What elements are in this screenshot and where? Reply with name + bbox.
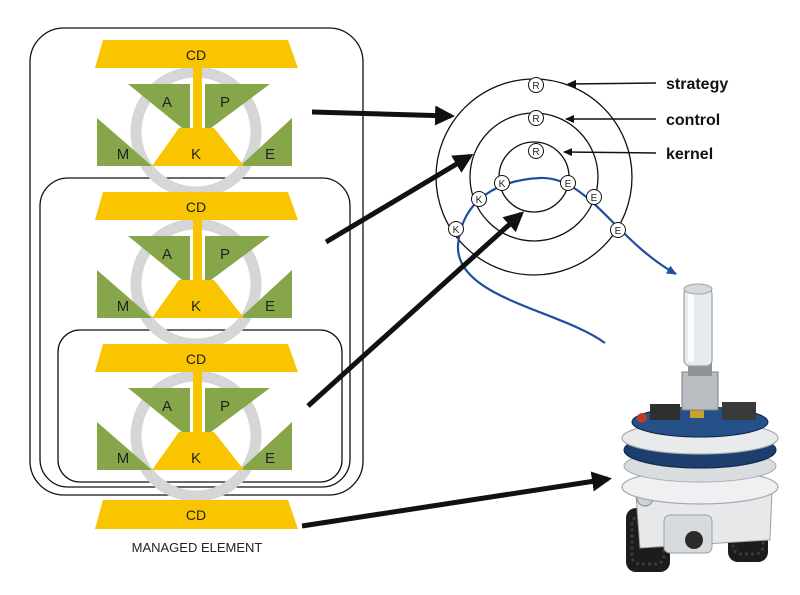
managed-element-cd-block — [95, 500, 298, 529]
plan-block — [205, 236, 270, 280]
execute-block — [240, 422, 292, 470]
execute-block — [240, 118, 292, 166]
cd-block — [95, 40, 298, 68]
monitor-label: M — [117, 450, 130, 467]
kernel-label: kernel — [666, 146, 713, 163]
cd-block — [95, 344, 298, 372]
monitor-block — [97, 270, 152, 318]
execute-block — [240, 270, 292, 318]
execute-label: E — [265, 450, 275, 467]
cd-label: CD — [186, 199, 206, 215]
svg-text:R: R — [532, 81, 539, 92]
monitor-label: M — [117, 146, 130, 163]
execute-label: E — [265, 298, 275, 315]
managed-element-cd-label: CD — [186, 507, 206, 523]
managed-element-mapping-arrow — [301, 471, 612, 529]
cd-label: CD — [186, 47, 206, 63]
kernel-knowledge-marker: K — [494, 175, 510, 191]
analyze-label: A — [162, 398, 172, 415]
kernel-execute-marker: E — [560, 175, 576, 191]
cd-label: CD — [186, 351, 206, 367]
mapek-block-strategy: CD A P M K E — [95, 40, 298, 198]
knowledge-label: K — [191, 298, 201, 315]
kernel-pointer-arrow — [563, 148, 657, 157]
strategy-label: strategy — [666, 76, 728, 93]
monitor-block — [97, 118, 152, 166]
control-mapping-arrow — [324, 153, 474, 245]
kernel-reference-marker: R — [528, 143, 544, 159]
svg-text:E: E — [591, 193, 598, 204]
cd-block — [95, 192, 298, 220]
control-layer-container — [39, 177, 351, 488]
strategy-ring — [435, 78, 633, 276]
plan-label: P — [220, 246, 230, 263]
svg-text:K: K — [476, 195, 483, 206]
svg-text:E: E — [615, 226, 622, 237]
knowledge-label: K — [191, 146, 201, 163]
strategy-pointer-arrow — [567, 79, 657, 88]
svg-text:R: R — [532, 114, 539, 125]
cd-connector — [193, 220, 202, 282]
analyze-block — [128, 388, 190, 432]
execute-label: E — [265, 146, 275, 163]
analyze-label: A — [162, 246, 172, 263]
strategy-mapping-arrow — [311, 105, 455, 126]
mapek-block-control: CD A P M K E — [95, 192, 298, 350]
control-ring — [469, 112, 599, 242]
control-label: control — [666, 112, 720, 129]
plan-label: P — [220, 94, 230, 111]
analyze-label: A — [162, 94, 172, 111]
knowledge-block — [152, 432, 244, 470]
plan-label: P — [220, 398, 230, 415]
analyze-block — [128, 236, 190, 280]
plan-block — [205, 84, 270, 128]
strategy-execute-marker: E — [610, 222, 626, 238]
monitor-label: M — [117, 298, 130, 315]
kernel-layer-container — [57, 329, 343, 483]
control-reference-marker: R — [528, 110, 544, 126]
monitor-block — [97, 422, 152, 470]
knowledge-block — [152, 128, 244, 166]
robot-illustration — [621, 283, 779, 572]
svg-text:K: K — [499, 179, 506, 190]
control-knowledge-marker: K — [471, 191, 487, 207]
signal-curve — [456, 176, 677, 344]
strategy-reference-marker: R — [528, 77, 544, 93]
cd-connector — [193, 372, 202, 434]
knowledge-block — [152, 280, 244, 318]
plan-block — [205, 388, 270, 432]
kernel-mapping-arrow — [306, 211, 524, 408]
managed-element-label: MANAGED ELEMENT — [132, 540, 263, 555]
mapek-block-kernel: CD A P M K E — [95, 344, 298, 502]
cd-connector — [193, 68, 202, 130]
svg-text:R: R — [532, 147, 539, 158]
svg-text:E: E — [565, 179, 572, 190]
knowledge-label: K — [191, 450, 201, 467]
strategy-knowledge-marker: K — [448, 221, 464, 237]
svg-text:K: K — [453, 225, 460, 236]
analyze-block — [128, 84, 190, 128]
control-execute-marker: E — [586, 189, 602, 205]
